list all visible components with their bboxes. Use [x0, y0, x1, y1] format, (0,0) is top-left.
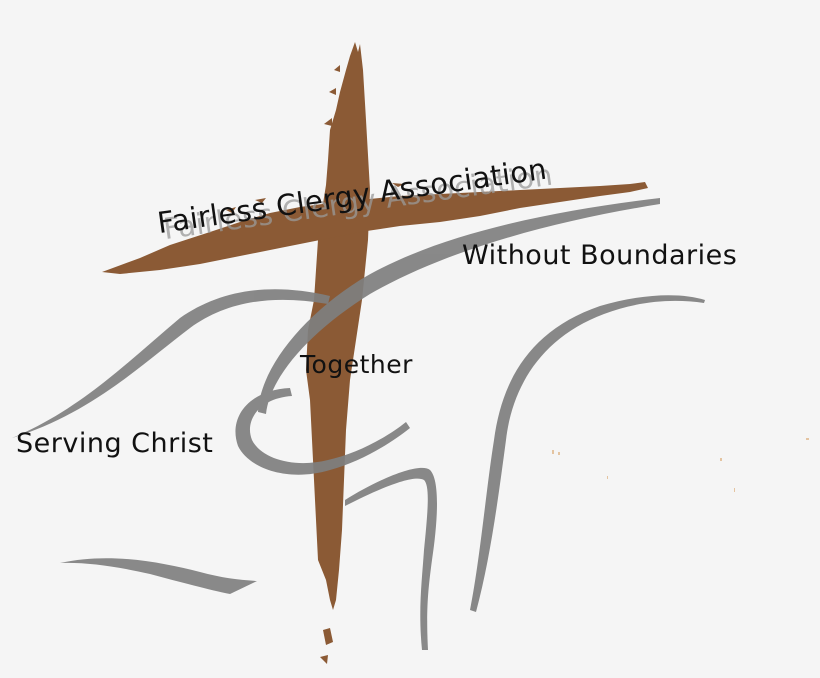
decorative-flecks	[552, 438, 809, 492]
tagline-without-boundaries: Without Boundaries	[462, 240, 738, 271]
tagline-serving-christ: Serving Christ	[16, 428, 214, 459]
gray-swoosh-strokes-icon	[12, 198, 705, 650]
tagline-together: Together	[300, 350, 413, 379]
